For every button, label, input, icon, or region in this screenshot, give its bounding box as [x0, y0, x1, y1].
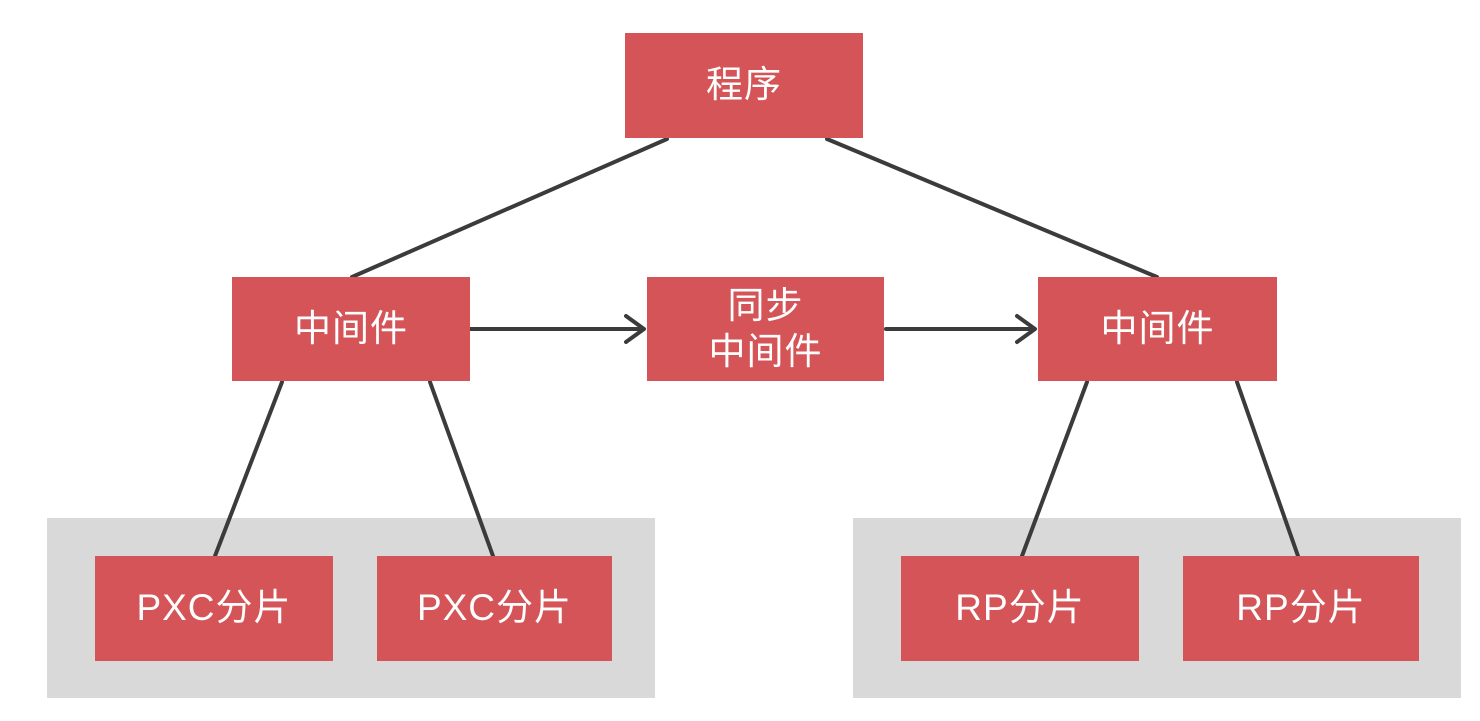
node-program: 程序: [625, 33, 863, 138]
connector-program-middleware-right: [825, 137, 1159, 279]
node-rp-shard-1: RP分片: [901, 556, 1139, 661]
node-rp-shard-2: RP分片: [1183, 556, 1419, 661]
node-pxc-shard-1: PXC分片: [95, 556, 333, 661]
node-middleware-left: 中间件: [232, 277, 470, 381]
node-pxc-shard-2: PXC分片: [377, 556, 612, 661]
node-middleware-right: 中间件: [1038, 277, 1277, 381]
arrowhead-sync-left: [624, 314, 646, 344]
node-sync-middleware: 同步 中间件: [647, 277, 884, 381]
connector-program-middleware-left: [350, 137, 669, 279]
arrowhead-middleware-right: [1015, 314, 1037, 344]
